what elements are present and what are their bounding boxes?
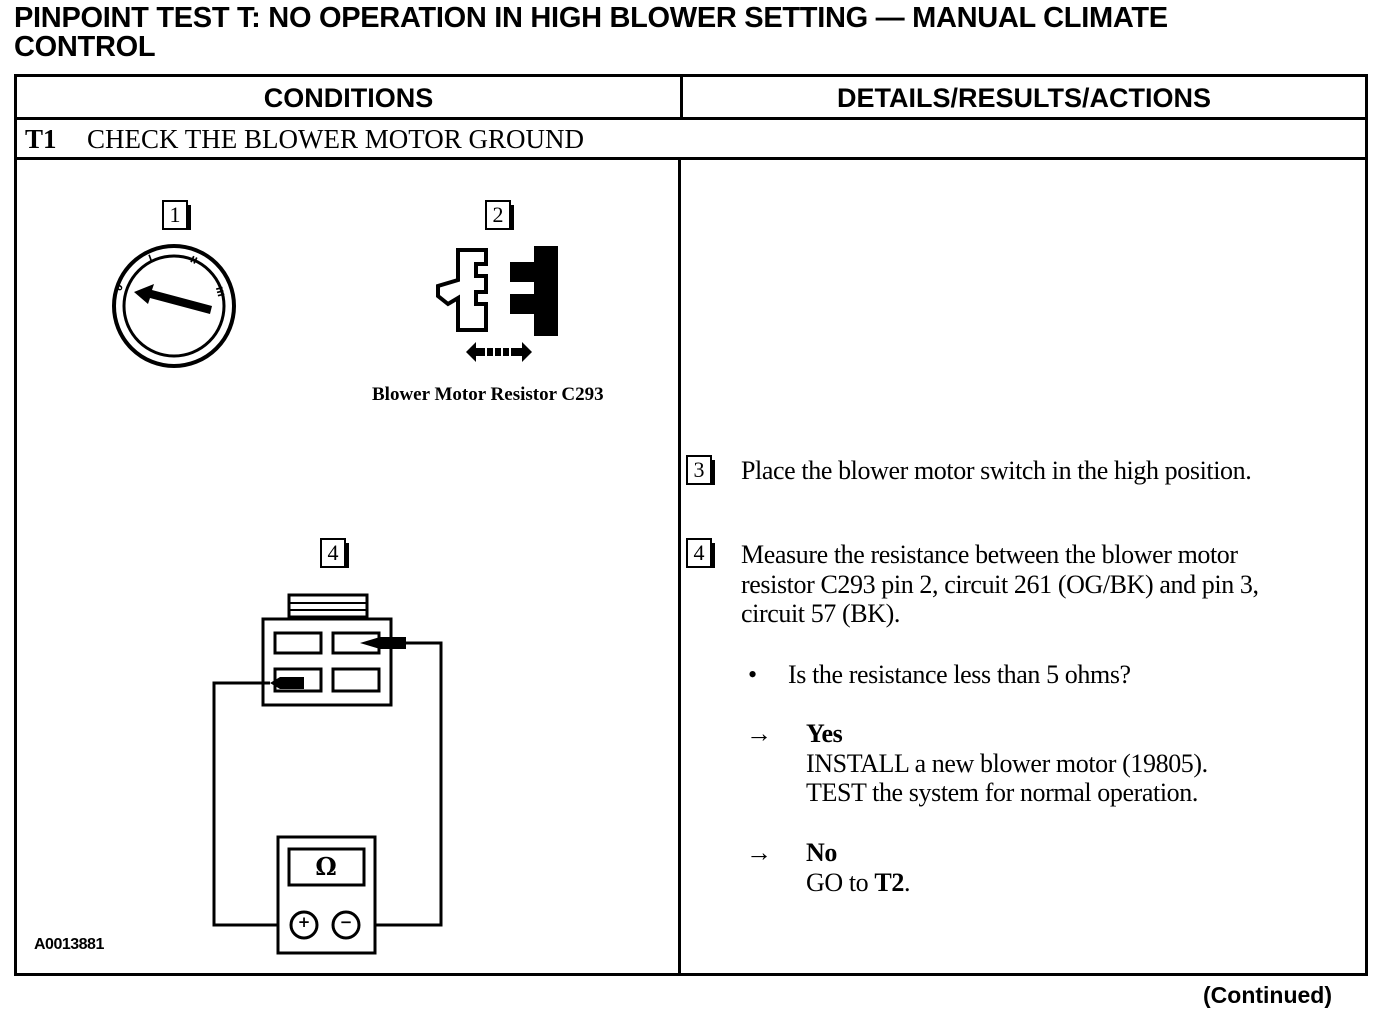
connector-caption: Blower Motor Resistor C293 (372, 384, 604, 405)
yes-arrow: → (746, 719, 772, 748)
continued-note: (Continued) (1203, 982, 1333, 1008)
yes-branch: Yes INSTALL a new blower motor (19805). … (806, 719, 1208, 808)
connector-disconnect-illustration (436, 246, 558, 362)
no-action-suffix: . (903, 867, 911, 897)
step-title: T1 CHECK THE BLOWER MOTOR GROUND (25, 122, 584, 156)
goto-t2-link[interactable]: T2 (874, 867, 904, 897)
meter-plus-terminal: + (297, 913, 311, 931)
question-bullet: • (748, 660, 757, 689)
details-header: DETAILS/RESULTS/ACTIONS (836, 83, 1211, 113)
step-4-line-2: resistor C293 pin 2, circuit 261 (OG/BK)… (741, 569, 1259, 599)
no-label: No (806, 838, 837, 867)
callout-1: 1 (162, 200, 191, 230)
question-text: Is the resistance less than 5 ohms? (788, 660, 1131, 689)
no-branch: No GO to T2. (806, 838, 910, 897)
ohmmeter-hookup-diagram (212, 593, 443, 955)
figure-id: A0013881 (34, 936, 104, 953)
pinpoint-test-table: CONDITIONS DETAILS/RESULTS/ACTIONS T1 CHE… (14, 74, 1368, 976)
conditions-header: CONDITIONS (263, 83, 434, 113)
step-id: T1 (25, 124, 57, 154)
step-title-row: T1 CHECK THE BLOWER MOTOR GROUND (17, 120, 1365, 160)
yes-action-1: INSTALL a new blower motor (19805). (806, 748, 1208, 778)
callout-2: 2 (485, 200, 514, 230)
step-3-instruction: Place the blower motor switch in the hig… (741, 456, 1252, 485)
blower-switch-knob (112, 244, 236, 368)
callout-4: 4 (320, 538, 349, 568)
page-title-line-1: PINPOINT TEST T: NO OPERATION IN HIGH BL… (14, 2, 1168, 34)
ohmmeter-symbol: Ω (315, 852, 337, 881)
step-3-callout: 3 (686, 455, 715, 485)
step-4-line-3: circuit 57 (BK). (741, 599, 900, 628)
no-action-prefix: GO to (806, 867, 875, 897)
step-4-callout: 4 (686, 538, 715, 568)
column-divider (678, 160, 681, 976)
yes-action-2: TEST the system for normal operation. (806, 778, 1198, 807)
no-action: GO to T2. (806, 868, 910, 898)
page-title-line-2: CONTROL (14, 31, 156, 63)
page-title: PINPOINT TEST T: NO OPERATION IN HIGH BL… (14, 4, 1374, 62)
step-title-text: CHECK THE BLOWER MOTOR GROUND (87, 124, 585, 154)
no-arrow: → (746, 838, 772, 867)
header-divider (680, 77, 683, 117)
table-header-row: CONDITIONS DETAILS/RESULTS/ACTIONS (17, 77, 1365, 120)
step-4-instruction: Measure the resistance between the blowe… (741, 540, 1259, 629)
meter-minus-terminal: − (339, 913, 353, 931)
step-4-line-1: Measure the resistance between the blowe… (741, 540, 1238, 569)
yes-label: Yes (806, 719, 843, 748)
